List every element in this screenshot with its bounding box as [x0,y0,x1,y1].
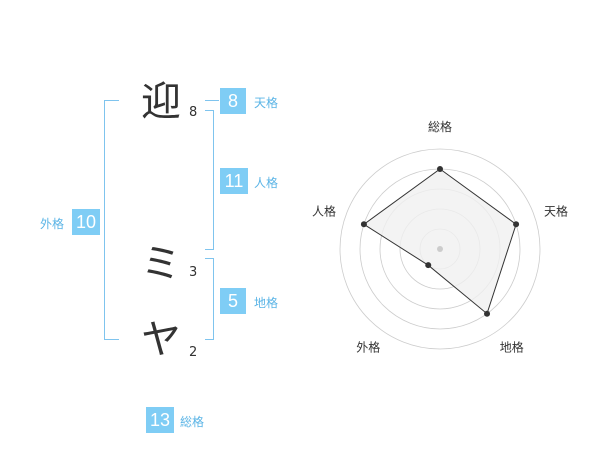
name-char-2: ミ [141,241,181,287]
stroke-count-2: 3 [189,265,198,280]
radar-axis-label-1: 総格 [428,119,452,134]
jinkaku-label: 人格 [254,176,279,190]
radar-point-3 [484,310,491,317]
chikaku-box: 5 [220,288,246,314]
radar-point-4 [425,262,432,269]
stroke-count-1: 8 [189,105,198,120]
radar-point-5 [360,221,367,228]
gaikaku-bracket [104,100,119,340]
radar-data-polygon [363,168,517,315]
gaikaku-box: 10 [72,209,100,235]
jinkaku-bracket [205,110,214,250]
radar-center-dot [437,246,443,252]
tenkaku-box: 8 [220,88,246,114]
soukaku-label: 総格 [180,415,205,429]
radar-point-1 [437,166,443,172]
soukaku-box: 13 [146,407,174,433]
radar-grid-ring [339,148,541,350]
name-char-3: ヤ [141,317,181,363]
radar-axis-label-2: 天格 [544,203,568,218]
gaikaku-label: 外格 [40,217,65,231]
radar-point-2 [513,221,520,228]
chikaku-label: 地格 [254,296,279,310]
stroke-count-3: 2 [189,345,198,360]
jinkaku-box: 11 [220,168,248,194]
radar-axis-label-3: 地格 [500,340,524,355]
chikaku-bracket [205,258,214,340]
tenkaku-connector [205,100,219,101]
tenkaku-label: 天格 [254,96,279,110]
radar-axis-label-5: 人格 [312,203,336,218]
radar-axis-label-4: 外格 [356,340,380,355]
name-char-1: 迎 [141,79,181,125]
radar-points [360,166,520,317]
